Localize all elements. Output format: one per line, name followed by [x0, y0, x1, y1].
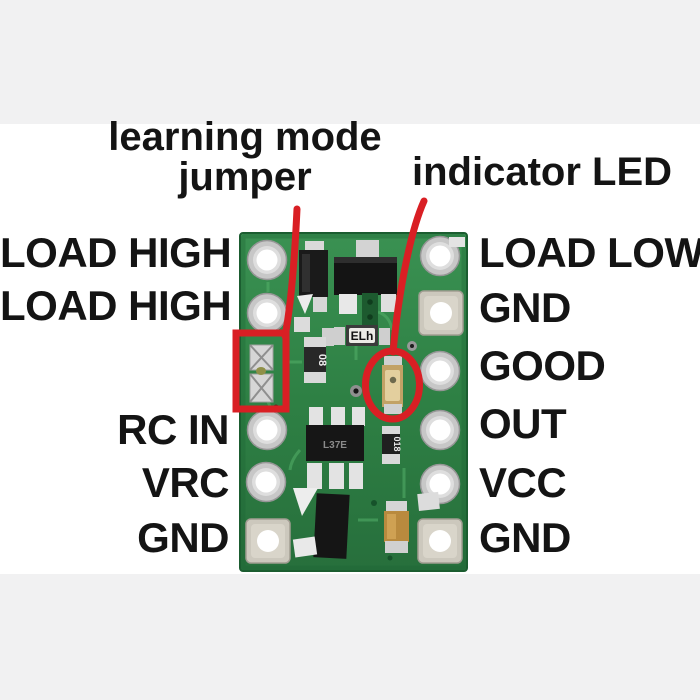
transistor-small-top	[297, 241, 328, 314]
mosfet-sot23-top	[334, 237, 465, 314]
transistor-marking: L37E	[323, 440, 347, 451]
jumper-pointer-line	[281, 205, 301, 340]
pin-label-rc-in: RC IN	[117, 406, 229, 453]
led-pointer-line	[389, 197, 428, 356]
resistor-marking: 08	[316, 354, 328, 366]
learning-mode-jumper-label: learning mode jumper	[95, 117, 395, 197]
pad-gnd-right-top	[418, 290, 464, 336]
bottom-components	[292, 463, 440, 559]
pad-load-high-1	[246, 239, 288, 281]
pin-label-vrc: VRC	[141, 459, 230, 506]
pad-vrc	[245, 461, 287, 503]
annotation-marks	[232, 197, 428, 423]
pin-label-load-high-1: LOAD HIGH	[0, 229, 232, 276]
inductor-elh: ELh	[334, 325, 390, 346]
pin-label-gnd-right-top: GND	[479, 284, 571, 331]
resistor-right-marking: 018	[392, 436, 402, 451]
resistor-018: 018	[382, 426, 402, 464]
pad-gnd-left	[245, 518, 291, 564]
via-strip	[362, 293, 378, 327]
pin-label-gnd-left: GND	[137, 514, 229, 561]
background-band-bottom	[0, 574, 700, 700]
pin-label-load-low: LOAD LOW	[479, 229, 700, 276]
learning-mode-jumper-pads	[249, 344, 279, 410]
learning-mode-jumper-label-line1: learning mode	[108, 115, 382, 159]
background-band-top	[0, 0, 700, 124]
pin-label-out: OUT	[479, 400, 567, 447]
pad-good	[419, 350, 461, 392]
pad-vcc	[419, 463, 461, 505]
pin-label-vcc: VCC	[479, 459, 567, 506]
resistor-08: 08	[304, 337, 328, 383]
pin-label-load-high-2: LOAD HIGH	[0, 282, 232, 329]
inductor-marking: ELh	[351, 329, 374, 343]
pad-load-high-2	[246, 292, 288, 334]
pin-label-good: GOOD	[479, 342, 606, 389]
indicator-led-label: indicator LED	[412, 150, 673, 194]
pad-out	[419, 409, 461, 451]
transistor-l37e: L37E	[306, 407, 365, 461]
vias	[350, 341, 417, 561]
jumper-highlight-box	[232, 329, 290, 413]
pad-gnd-right-bottom	[417, 518, 463, 564]
indicator-led	[382, 356, 403, 414]
learning-mode-jumper-label-line2: jumper	[178, 155, 312, 199]
pad-rc-in	[246, 409, 288, 451]
pin-label-gnd-right-bottom: GND	[479, 514, 571, 561]
